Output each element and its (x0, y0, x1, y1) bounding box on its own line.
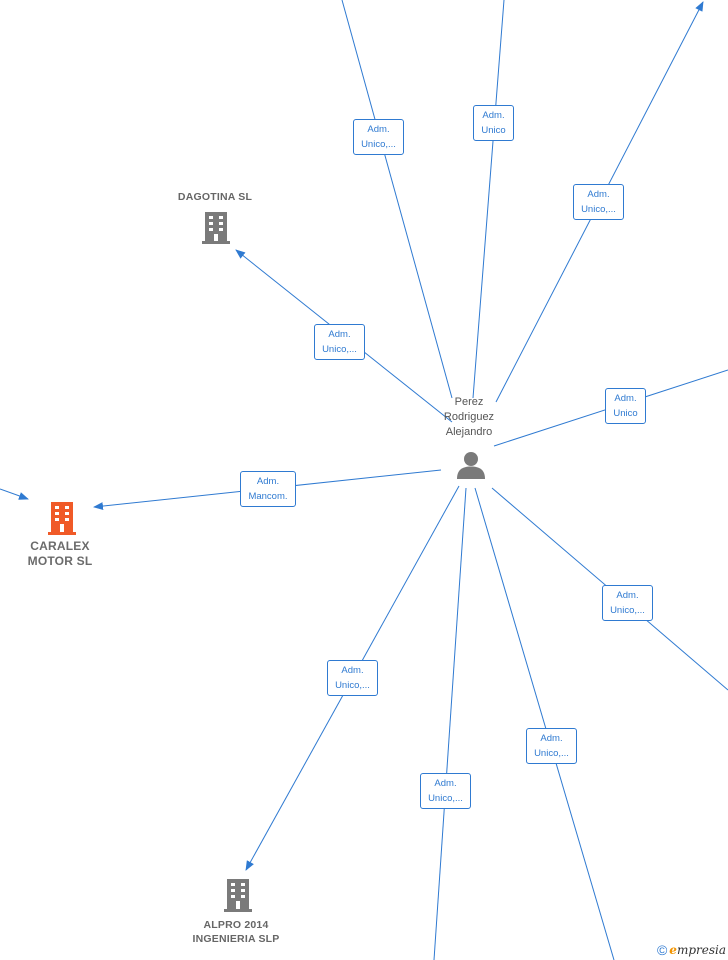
edge-label-line1: Adm. (540, 733, 563, 744)
edge-line-bottom-right (474, 487, 615, 960)
edge-label-adm-unico[interactable]: Adm. Unico,... (420, 773, 471, 809)
company-name-line1: ALPRO 2014 (203, 919, 269, 931)
company-label-caralex[interactable]: CARALEX MOTOR SL (10, 539, 110, 569)
person-icon[interactable] (456, 450, 486, 480)
person-name-line1: Perez (454, 396, 484, 408)
edge-label-adm-unico[interactable]: Adm. Unico,... (526, 728, 577, 764)
edge-label-adm-unico[interactable]: Adm. Unico,... (353, 119, 404, 155)
company-name-line2: INGENIERIA SLP (192, 933, 280, 945)
edge-line-top-left (341, 0, 453, 399)
empresia-watermark: © empresia (657, 942, 726, 958)
building-icon[interactable] (223, 877, 253, 913)
edge-label-line2: Unico,... (581, 204, 616, 215)
edge-label-line2: Unico,... (322, 344, 357, 355)
edge-label-adm-unico[interactable]: Adm. Unico (605, 388, 646, 424)
edge-label-adm-mancom[interactable]: Adm. Mancom. (240, 471, 296, 507)
edge-label-line2: Unico,... (534, 748, 569, 759)
edge-label-adm-unico[interactable]: Adm. Unico,... (602, 585, 653, 621)
edge-label-line1: Adm. (614, 393, 637, 404)
edge-line-top (472, 0, 505, 399)
edge-label-line1: Adm. (434, 778, 457, 789)
person-name-line3: Alejandro (445, 426, 493, 438)
edge-label-line1: Adm. (367, 124, 390, 135)
edge-label-line2: Unico (613, 408, 638, 419)
copyright-symbol: © (656, 942, 668, 958)
edge-label-line2: Unico,... (610, 605, 645, 616)
edge-label-adm-unico[interactable]: Adm. Unico,... (573, 184, 624, 220)
edge-label-adm-unico[interactable]: Adm. Unico,... (327, 660, 378, 696)
company-label-dagotina[interactable]: DAGOTINA SL (165, 190, 265, 204)
edge-label-line2: Unico,... (428, 793, 463, 804)
edge-label-line1: Adm. (256, 476, 280, 487)
building-icon-highlighted[interactable] (47, 500, 77, 536)
edge-line-bottom-center (433, 487, 467, 960)
edge-label-line1: Adm. (587, 189, 610, 200)
edge-label-line2: Unico (481, 125, 506, 136)
person-label[interactable]: Perez Rodriguez Alejandro (424, 395, 514, 440)
edge-label-adm-unico[interactable]: Adm. Unico (473, 105, 514, 141)
company-name-line1: DAGOTINA SL (177, 191, 253, 203)
edge-label-line1: Adm. (341, 665, 364, 676)
building-icon[interactable] (201, 210, 231, 245)
edge-label-adm-unico[interactable]: Adm. Unico,... (314, 324, 365, 360)
edge-line-left-incoming (0, 488, 29, 500)
edge-label-line1: Adm. (616, 590, 639, 601)
company-name-line1: CARALEX (30, 539, 90, 553)
company-name-line2: MOTOR SL (27, 554, 93, 568)
edge-label-line2: Mancom. (248, 491, 288, 502)
person-name-line2: Rodriguez (443, 411, 495, 423)
empresia-logo: empresia (669, 943, 726, 957)
edge-label-line1: Adm. (328, 329, 351, 340)
edge-label-line2: Unico,... (335, 680, 370, 691)
company-label-alpro[interactable]: ALPRO 2014 INGENIERIA SLP (176, 918, 296, 946)
edge-label-line1: Adm. (482, 110, 505, 121)
edge-label-line2: Unico,... (361, 139, 396, 150)
